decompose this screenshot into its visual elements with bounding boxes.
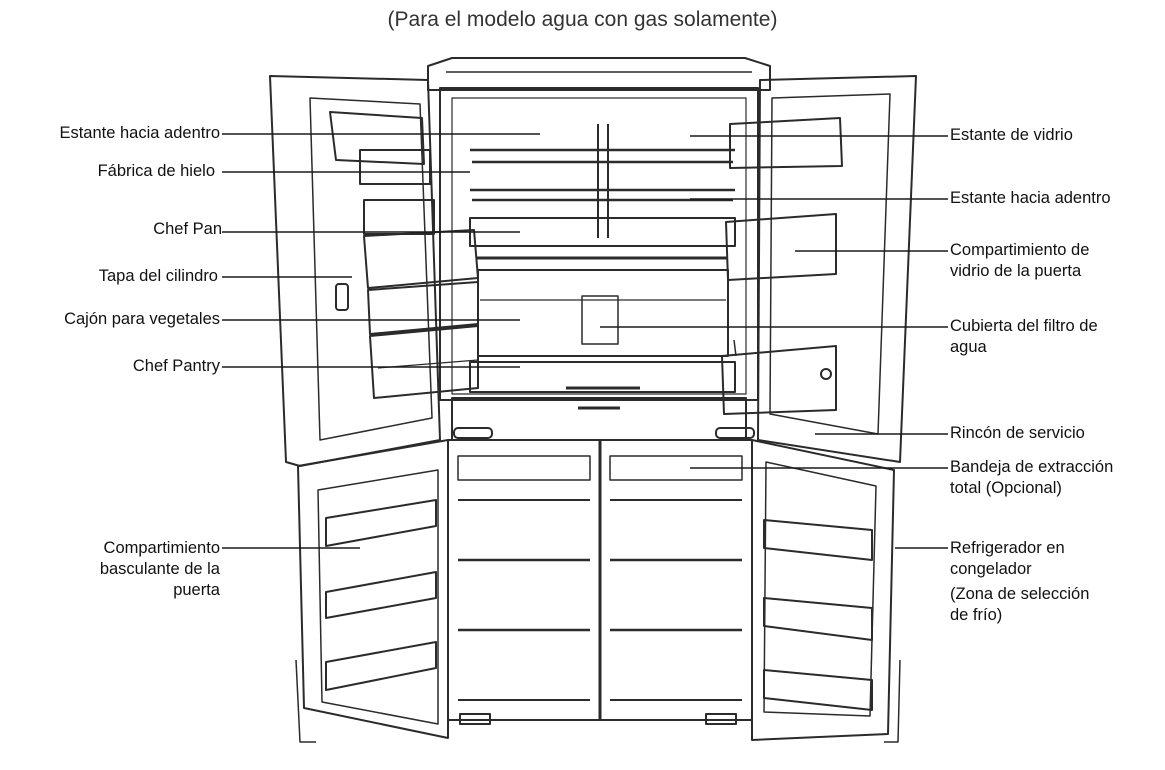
upper-shelf (470, 148, 735, 164)
right-door-bin-mid (725, 213, 837, 281)
fridge-interior (439, 87, 759, 401)
label-cubierta-del-filtro: Cubierta del filtro de agua (950, 316, 1098, 358)
chef-pan-tray (469, 217, 736, 247)
label-fabrica-de-hielo: Fábrica de hielo (97, 162, 215, 180)
label-line: de frío) (950, 606, 1003, 624)
label-line: total (Opcional) (950, 479, 1062, 497)
ice-maker (359, 149, 431, 185)
label-line: Bandeja de extracción (950, 458, 1114, 476)
label-chef-pan: Chef Pan (153, 220, 222, 238)
label-bandeja-de-extraccion: Bandeja de extracción total (Opcional) (950, 457, 1113, 499)
right-door-bin-top (729, 117, 843, 169)
chef-pantry-drawer (469, 361, 736, 393)
label-compartimiento-basculante: Compartimiento basculante de la puerta (100, 538, 220, 601)
right-upper-door (757, 75, 917, 463)
label-estante-hacia-adentro-right: Estante hacia adentro (950, 189, 1111, 207)
label-cajon-para-vegetales: Cajón para vegetales (64, 310, 220, 328)
label-line: congelador (950, 560, 1032, 578)
label-line: (Zona de selección (950, 585, 1090, 603)
label-line: vidrio de la puerta (950, 262, 1082, 280)
cabinet-top (427, 57, 771, 91)
left-freezer-door (297, 439, 449, 739)
label-line: Cubierta del filtro de (950, 317, 1098, 335)
crisper-drawer (477, 269, 729, 357)
label-line: Compartimiento de (950, 241, 1090, 259)
label-line: basculante de la (99, 560, 220, 578)
label-chef-pantry: Chef Pantry (132, 357, 220, 375)
label-estante-hacia-adentro-left: Estante hacia adentro (59, 124, 220, 142)
label-line: Compartimiento (103, 539, 220, 557)
label-rincon-de-servicio: Rincón de servicio (950, 424, 1085, 442)
label-line: Refrigerador en (950, 539, 1065, 557)
label-estante-de-vidrio: Estante de vidrio (950, 126, 1073, 144)
label-tapa-del-cilindro: Tapa del cilindro (98, 267, 218, 285)
label-line: agua (950, 338, 987, 356)
dispenser-bins (363, 229, 479, 399)
right-freezer-door (751, 439, 895, 741)
label-compartimiento-de-vidrio: Compartimiento de vidrio de la puerta (950, 240, 1089, 282)
right-door-bin-low (721, 345, 837, 415)
diagram-caption: (Para el modelo agua con gas solamente) (387, 8, 778, 31)
label-line: puerta (173, 581, 220, 599)
label-refrigerador-en-congelador: Refrigerador en congelador (Zona de sele… (950, 538, 1089, 626)
